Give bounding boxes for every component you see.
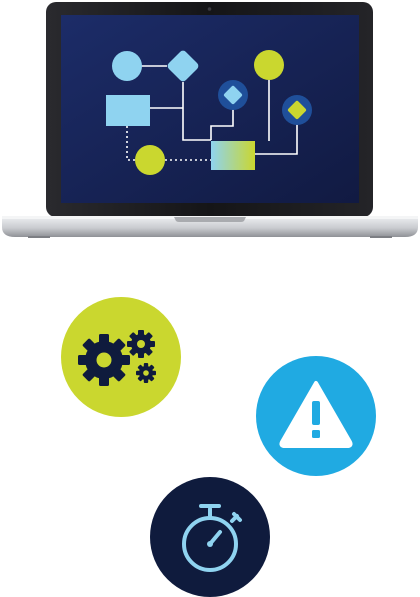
workflow-diagram	[106, 50, 312, 175]
diagram-connectors	[126, 65, 298, 161]
gears-icon-badge	[61, 297, 181, 417]
gears-icon	[78, 330, 156, 386]
task-node-gradient	[211, 141, 255, 170]
stopwatch-icon-badge	[150, 477, 270, 597]
laptop-foot-left	[28, 236, 50, 238]
laptop-trackpad-notch	[174, 217, 246, 222]
process-node-rectangle	[106, 95, 150, 126]
laptop	[2, 2, 418, 238]
stopwatch-icon	[182, 504, 242, 572]
warning-icon	[279, 381, 353, 448]
start-node-circle	[112, 51, 142, 81]
gateway-node-blue	[218, 80, 248, 110]
laptop-camera	[207, 7, 212, 11]
gateway-node-lime	[282, 95, 312, 125]
laptop-base	[2, 217, 418, 237]
laptop-foot-right	[370, 236, 392, 238]
laptop-screen	[61, 15, 359, 203]
event-node-lime	[254, 50, 284, 80]
decision-node-diamond	[167, 50, 199, 82]
warning-icon-badge	[256, 356, 376, 476]
end-node-circle	[135, 145, 165, 175]
